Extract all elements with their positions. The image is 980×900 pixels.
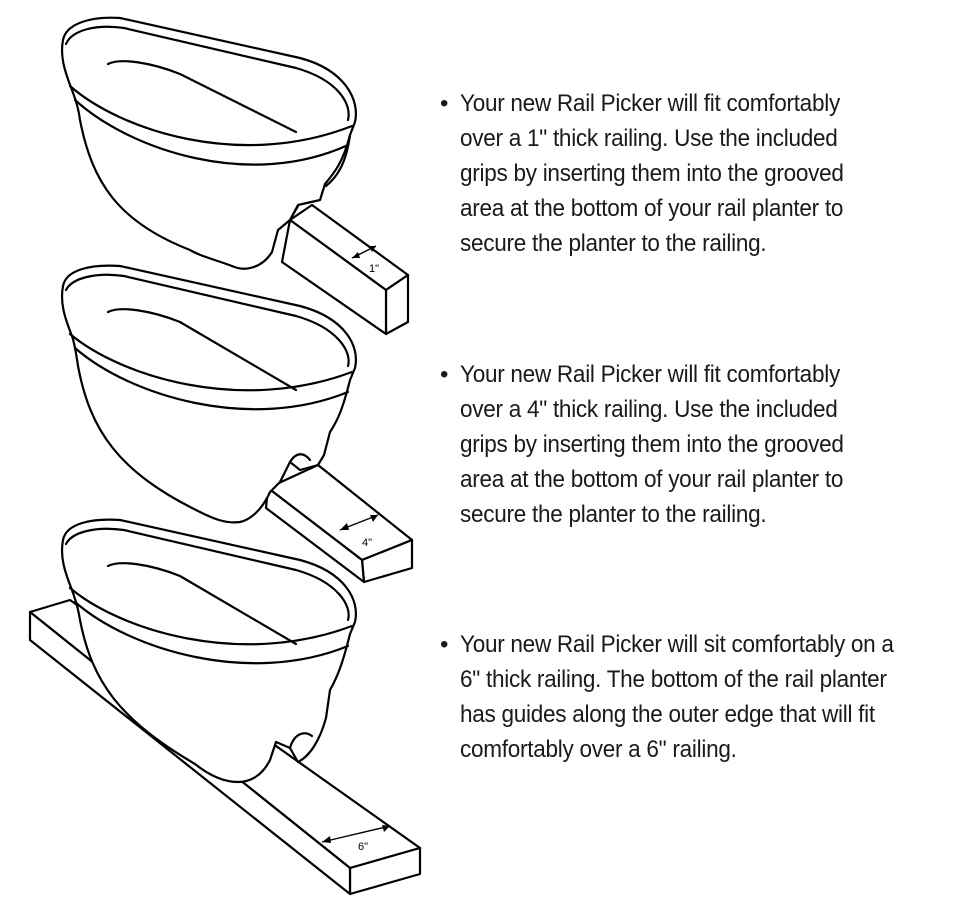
bullet-dot: • xyxy=(440,90,449,117)
planter-3-body xyxy=(60,518,357,784)
instruction-item-4in: • Your new Rail Picker will fit comforta… xyxy=(438,357,958,532)
instruction-item-1in: • Your new Rail Picker will fit comforta… xyxy=(438,86,958,261)
dimension-arrow-4in xyxy=(339,514,379,531)
planter-diagram-svg: 1" 4" xyxy=(28,16,422,896)
bullet-dot: • xyxy=(440,631,449,658)
instruction-text-1in: Your new Rail Picker will fit comfortabl… xyxy=(460,90,844,257)
rail-1in xyxy=(280,203,410,336)
instruction-text-4in: Your new Rail Picker will fit comfortabl… xyxy=(460,361,844,528)
rail-4in xyxy=(264,463,414,584)
instruction-item-6in: • Your new Rail Picker will sit comforta… xyxy=(438,627,958,767)
planter-2-on-4in-rail: 4" xyxy=(60,264,414,584)
bullet-dot: • xyxy=(440,361,449,388)
rail-label-1in: 1" xyxy=(369,263,379,275)
rail-label-4in: 4" xyxy=(362,537,372,549)
dimension-arrow-1in xyxy=(351,245,377,259)
planter-3-on-6in-rail: 6" xyxy=(28,518,422,896)
rail-label-6in: 6" xyxy=(358,841,368,853)
planter-1-on-1in-rail: 1" xyxy=(60,16,410,336)
instruction-text-6in: Your new Rail Picker will sit comfortabl… xyxy=(460,631,894,763)
planter-2-body xyxy=(60,264,357,524)
planter-illustrations: 1" 4" xyxy=(0,0,430,900)
dimension-arrow-6in xyxy=(321,825,391,843)
